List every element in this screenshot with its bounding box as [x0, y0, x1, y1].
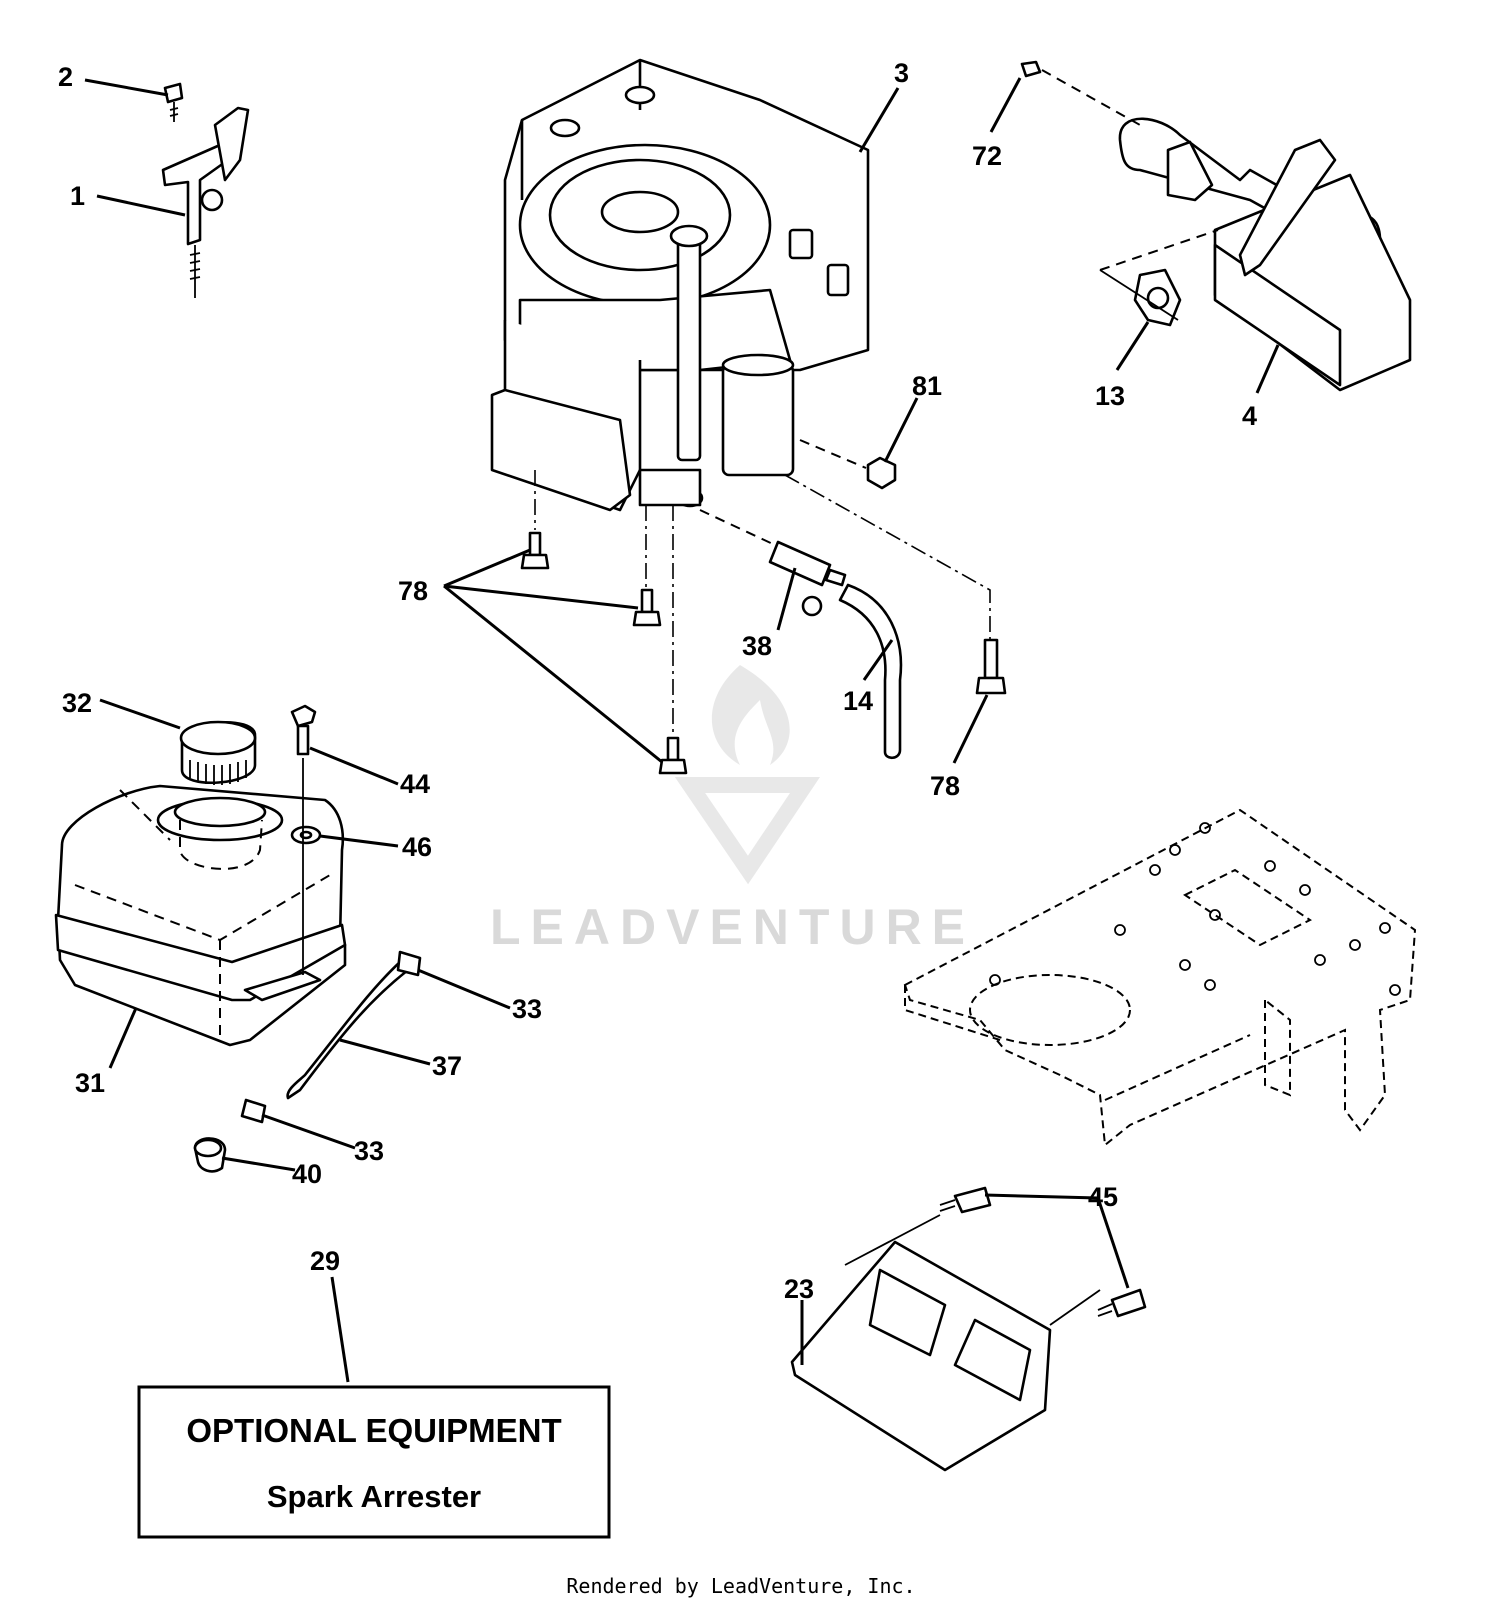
frame-holes — [989, 822, 1401, 996]
leader-lines — [84, 77, 1280, 1383]
callout-2: 2 — [58, 62, 73, 92]
callout-33-upper: 33 — [512, 994, 542, 1024]
callout-14: 14 — [843, 686, 873, 716]
callout-13: 13 — [1095, 381, 1125, 411]
callout-3: 3 — [894, 58, 909, 88]
bolt-78-c — [658, 736, 688, 775]
callout-46: 46 — [402, 832, 432, 862]
callout-4: 4 — [1242, 401, 1257, 431]
bolt-78-d — [975, 638, 1007, 695]
optional-equipment-title: OPTIONAL EQUIPMENT — [186, 1412, 561, 1449]
optional-equipment-box: OPTIONAL EQUIPMENT Spark Arrester — [137, 1385, 611, 1539]
optional-equipment-subtitle: Spark Arrester — [267, 1479, 481, 1514]
throttle-control-assembly — [161, 82, 250, 298]
watermark-text: LEADVENTURE — [490, 899, 975, 955]
render-credit: Rendered by LeadVenture, Inc. — [566, 1574, 915, 1598]
callout-40: 40 — [292, 1159, 322, 1189]
callout-labels: 1 2 3 72 13 4 81 78 38 14 78 32 44 46 31… — [58, 58, 1257, 1304]
bolt-78-a — [520, 531, 550, 570]
fuel-cap-part-32 — [179, 720, 257, 785]
fuel-hose-and-clamps — [193, 950, 422, 1173]
nut-part-81 — [799, 439, 897, 490]
bolt-78-b — [632, 588, 662, 627]
callout-1: 1 — [70, 181, 85, 211]
callout-78-left: 78 — [398, 576, 428, 606]
callout-23: 23 — [784, 1274, 814, 1304]
callout-38: 38 — [742, 631, 772, 661]
callout-72: 72 — [972, 141, 1002, 171]
fuel-filter-and-line — [699, 509, 903, 760]
callout-45: 45 — [1088, 1182, 1118, 1212]
fuel-tank-part-31 — [54, 784, 347, 1047]
shield-plate-part-23 — [790, 1214, 1101, 1472]
callout-31: 31 — [75, 1068, 105, 1098]
bolts-part-45 — [939, 1186, 1147, 1318]
tractor-frame-reference — [903, 808, 1417, 1147]
callout-29: 29 — [310, 1246, 340, 1276]
callout-37: 37 — [432, 1051, 462, 1081]
screw-and-washer — [290, 704, 322, 975]
engine-mount-bolts — [520, 470, 1007, 775]
callout-44: 44 — [400, 769, 430, 799]
engine-part-3 — [490, 58, 870, 512]
callout-32: 32 — [62, 688, 92, 718]
muffler-assembly — [1020, 60, 1412, 392]
watermark-logo — [674, 665, 820, 885]
callout-33-lower: 33 — [354, 1136, 384, 1166]
callout-81: 81 — [912, 371, 942, 401]
callout-78-right: 78 — [930, 771, 960, 801]
